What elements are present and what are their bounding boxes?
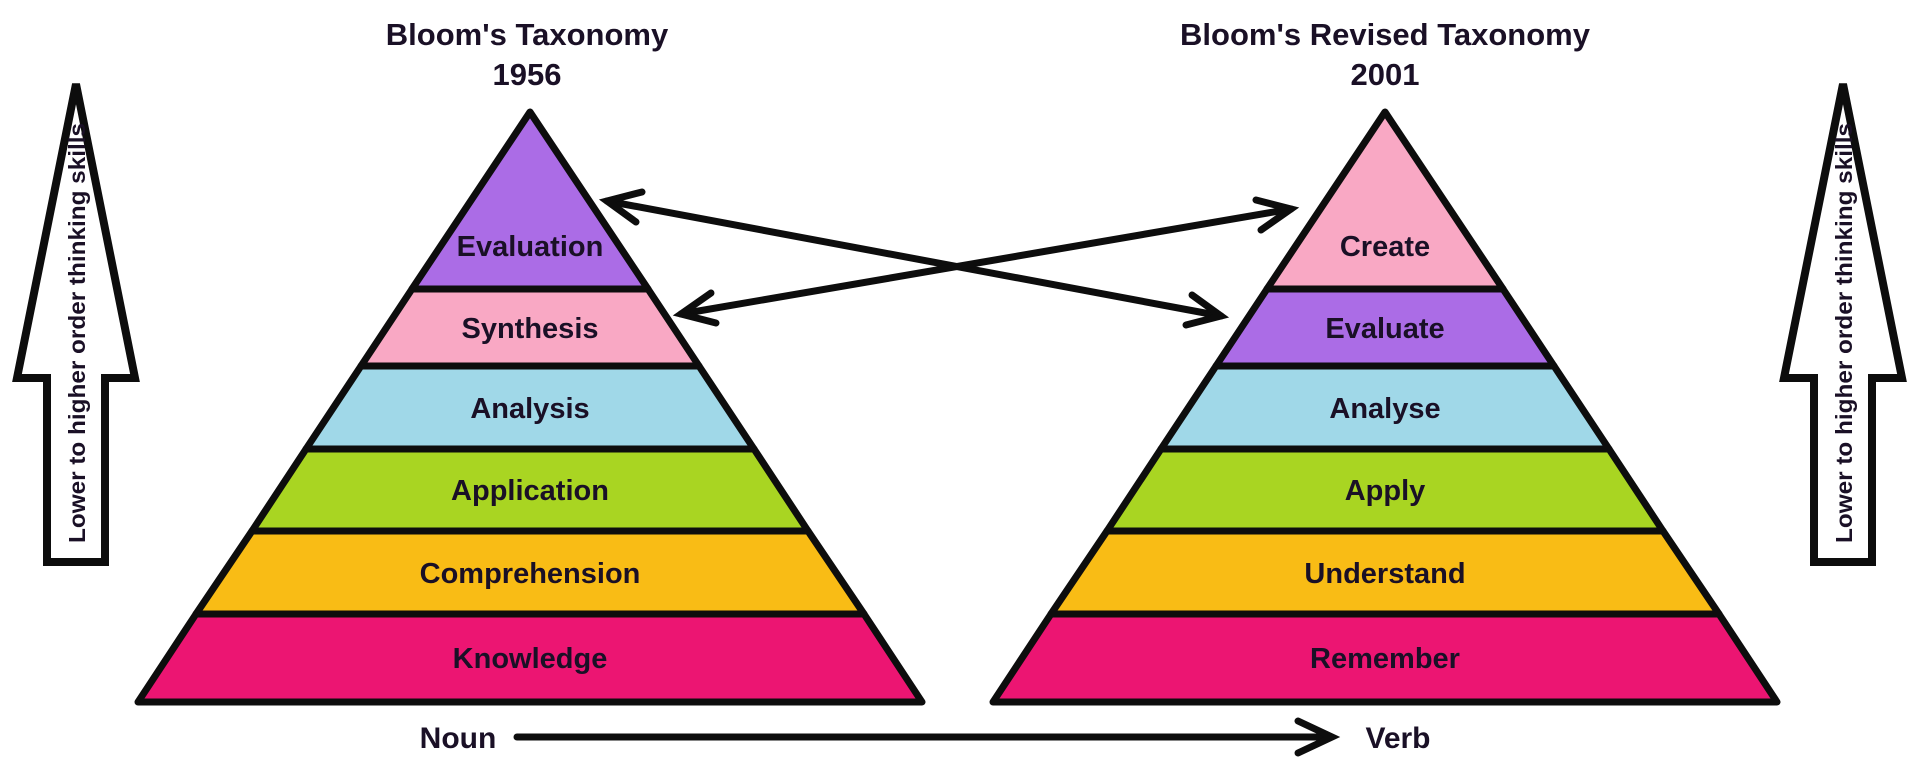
level-analyse-label: Analyse [1329, 393, 1440, 425]
level-knowledge-shape [134, 610, 926, 706]
left-pyramid-year: 1956 [493, 57, 562, 92]
level-application-label: Application [451, 475, 609, 507]
verb-label: Verb [1365, 722, 1430, 755]
right-pyramid: Bloom's Revised Taxonomy 2001 Create Eva… [989, 17, 1781, 706]
level-analysis-label: Analysis [470, 393, 589, 425]
level-understand-label: Understand [1304, 558, 1465, 590]
left-order-arrow-label: Lower to higher order thinking skills [64, 123, 90, 543]
mapping-arrows [598, 188, 1300, 329]
arrowhead-left-icon [598, 188, 646, 226]
right-pyramid-title: Bloom's Revised Taxonomy [1180, 17, 1591, 52]
arrow-synthesis-to-create [672, 196, 1300, 327]
level-remember-label: Remember [1310, 643, 1460, 675]
level-synthesis-label: Synthesis [462, 313, 599, 345]
left-pyramid: Bloom's Taxonomy 1956 Evaluation Synthes… [134, 17, 926, 706]
noun-verb-axis: Noun Verb [420, 717, 1431, 757]
level-remember-shape [989, 610, 1781, 706]
up-arrow-icon [1779, 83, 1907, 566]
arrowhead-right-icon [1182, 291, 1230, 329]
right-pyramid-year: 2001 [1351, 57, 1420, 92]
arrow-evaluation-to-evaluate [598, 188, 1230, 329]
right-order-arrow-label: Lower to higher order thinking skills [1831, 123, 1857, 543]
arrowhead-left-icon [672, 289, 720, 327]
noun-label: Noun [420, 722, 497, 755]
left-pyramid-title: Bloom's Taxonomy [386, 17, 669, 52]
level-evaluation-label: Evaluation [457, 231, 604, 263]
right-order-arrow: Lower to higher order thinking skills [1779, 83, 1907, 566]
arrowhead-right-icon [1294, 717, 1341, 757]
level-evaluate-label: Evaluate [1325, 313, 1444, 345]
level-comprehension-label: Comprehension [420, 558, 641, 590]
up-arrow-icon [12, 83, 140, 566]
level-create-label: Create [1340, 231, 1430, 263]
level-knowledge-label: Knowledge [453, 643, 608, 675]
arrowhead-right-icon [1252, 196, 1300, 234]
level-apply-label: Apply [1345, 475, 1426, 507]
left-order-arrow: Lower to higher order thinking skills [12, 83, 140, 566]
